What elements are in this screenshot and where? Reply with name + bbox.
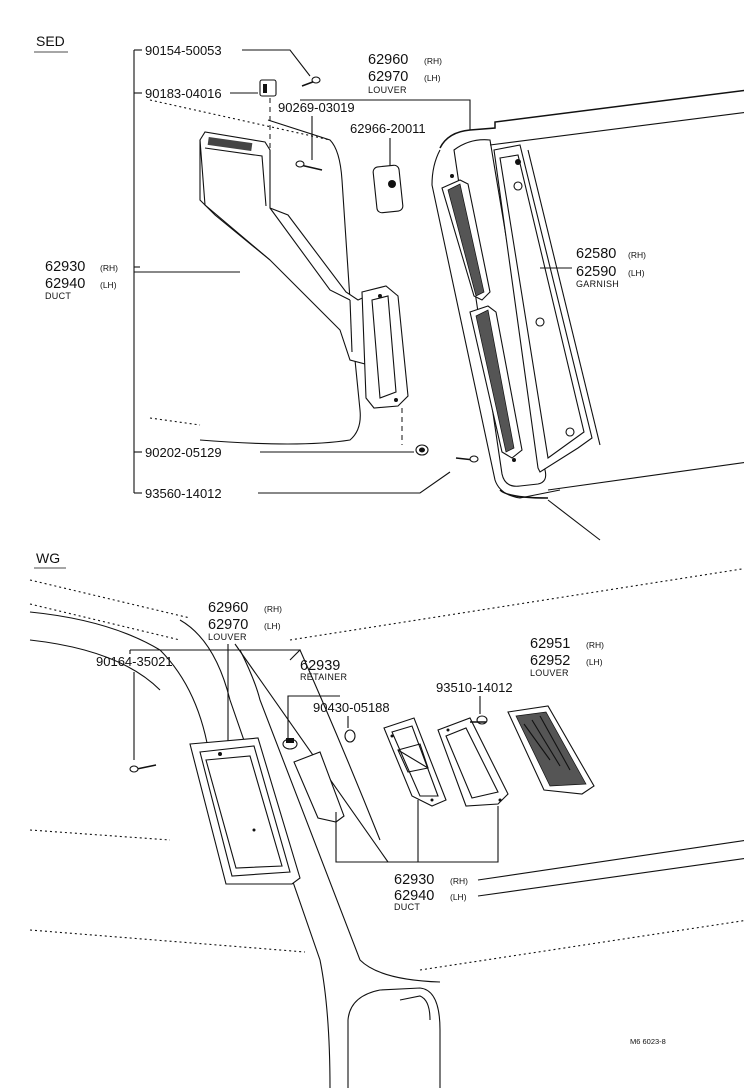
label-duct-name: DUCT bbox=[394, 902, 420, 912]
pillar-outline bbox=[179, 619, 331, 1088]
retainer-plate-wg bbox=[293, 751, 345, 823]
label-screw-mid: 90269-03019 bbox=[278, 100, 355, 115]
label-clip: 90183-04016 bbox=[145, 86, 222, 101]
label-rh: (RH) bbox=[424, 56, 442, 66]
pillar-outline bbox=[239, 649, 441, 983]
pillar-outline bbox=[29, 639, 161, 691]
clip-icon bbox=[282, 738, 298, 750]
label-retainer: 62939 bbox=[300, 658, 340, 674]
wg-section: WG 62960 (RH) 62970 (LH) LOUVER 90164-35… bbox=[29, 550, 744, 1088]
label-rh: (RH) bbox=[450, 876, 468, 886]
body-outline-dotted bbox=[289, 568, 744, 641]
body-outline-dotted bbox=[149, 417, 201, 426]
retainer-clip-icon bbox=[372, 164, 404, 214]
body-line bbox=[477, 840, 744, 881]
label-nut: 90430-05188 bbox=[313, 700, 390, 715]
pillar-outline bbox=[399, 995, 431, 1021]
section-label-sed: SED bbox=[36, 33, 65, 49]
louver-panel-sed bbox=[431, 89, 744, 541]
label-louver-name: LOUVER bbox=[368, 85, 407, 95]
body-outline-dotted bbox=[29, 929, 306, 953]
body-outline-dotted bbox=[29, 829, 171, 841]
leader-screw-bottom bbox=[258, 471, 451, 494]
pillar-outline bbox=[347, 987, 441, 1088]
label-garnish-rh: 62580 bbox=[576, 246, 616, 262]
label-duct-rh: 62930 bbox=[394, 872, 434, 888]
label-retainer: 62966-20011 bbox=[350, 121, 426, 136]
screw-icon bbox=[455, 455, 479, 463]
screw-icon bbox=[301, 76, 321, 87]
section-label-wg: WG bbox=[36, 550, 60, 566]
label-screw-bottom: 93560-14012 bbox=[145, 486, 222, 501]
label-lh: (LH) bbox=[628, 268, 645, 278]
label-lh: (LH) bbox=[424, 73, 441, 83]
leader-louver bbox=[300, 99, 471, 130]
label-lh: (LH) bbox=[264, 621, 281, 631]
label-lh: (LH) bbox=[586, 657, 603, 667]
leader-louver-diag bbox=[234, 643, 389, 863]
nut-icon bbox=[344, 729, 356, 743]
leader-duct-bracket bbox=[335, 806, 499, 863]
label-lh: (LH) bbox=[450, 892, 467, 902]
body-outline-dotted bbox=[419, 920, 744, 971]
screw-icon bbox=[470, 715, 488, 725]
duct-frame-wg bbox=[383, 717, 447, 807]
label-duct-rh: 62930 bbox=[45, 259, 85, 275]
pillar-outline bbox=[199, 119, 361, 445]
label-nut: 90202-05129 bbox=[145, 445, 222, 460]
body-outline-dotted bbox=[29, 579, 191, 619]
louver-frame-wg bbox=[189, 737, 301, 885]
label-louver2-name: LOUVER bbox=[530, 668, 569, 678]
label-garnish-lh: 62590 bbox=[576, 264, 616, 280]
label-duct-lh: 62940 bbox=[45, 276, 85, 292]
label-retainer-name: RETAINER bbox=[300, 672, 347, 682]
label-screw-top: 90154-50053 bbox=[145, 43, 222, 58]
leader-screw-top bbox=[242, 49, 311, 77]
screw-icon bbox=[129, 764, 157, 773]
label-rh: (RH) bbox=[586, 640, 604, 650]
label-louver2-lh: 62952 bbox=[530, 653, 570, 669]
figure-code: M6 6023-8 bbox=[630, 1037, 666, 1046]
body-outline-dotted bbox=[29, 603, 181, 641]
label-duct-lh: 62940 bbox=[394, 888, 434, 904]
body-line bbox=[477, 858, 744, 897]
clip-icon bbox=[259, 79, 277, 97]
label-louver-lh: 62970 bbox=[208, 617, 248, 633]
label-louver-lh: 62970 bbox=[368, 69, 408, 85]
duct-gasket-wg bbox=[437, 717, 509, 807]
sed-section: SED 90154-50053 90183-04016 90269-03019 bbox=[34, 33, 744, 541]
screw-icon bbox=[295, 160, 323, 171]
label-rh: (RH) bbox=[264, 604, 282, 614]
label-louver-name: LOUVER bbox=[208, 632, 247, 642]
body-outline-dotted bbox=[149, 99, 331, 141]
duct-sed bbox=[199, 131, 409, 409]
pillar-outline bbox=[29, 611, 221, 861]
label-louver2-rh: 62951 bbox=[530, 636, 570, 652]
nut-icon bbox=[415, 444, 429, 456]
label-duct-name: DUCT bbox=[45, 291, 71, 301]
label-screw-right: 93510-14012 bbox=[436, 680, 513, 695]
label-garnish-name: GARNISH bbox=[576, 279, 619, 289]
louver-grille-wg bbox=[507, 705, 595, 795]
label-rh: (RH) bbox=[100, 263, 118, 273]
label-rh: (RH) bbox=[628, 250, 646, 260]
pillar-outline bbox=[289, 649, 381, 841]
leader-retainer bbox=[287, 695, 340, 740]
label-louver-rh: 62960 bbox=[368, 52, 408, 68]
label-louver-rh: 62960 bbox=[208, 600, 248, 616]
label-lh: (LH) bbox=[100, 280, 117, 290]
label-screw-left: 90164-35021 bbox=[96, 654, 173, 669]
